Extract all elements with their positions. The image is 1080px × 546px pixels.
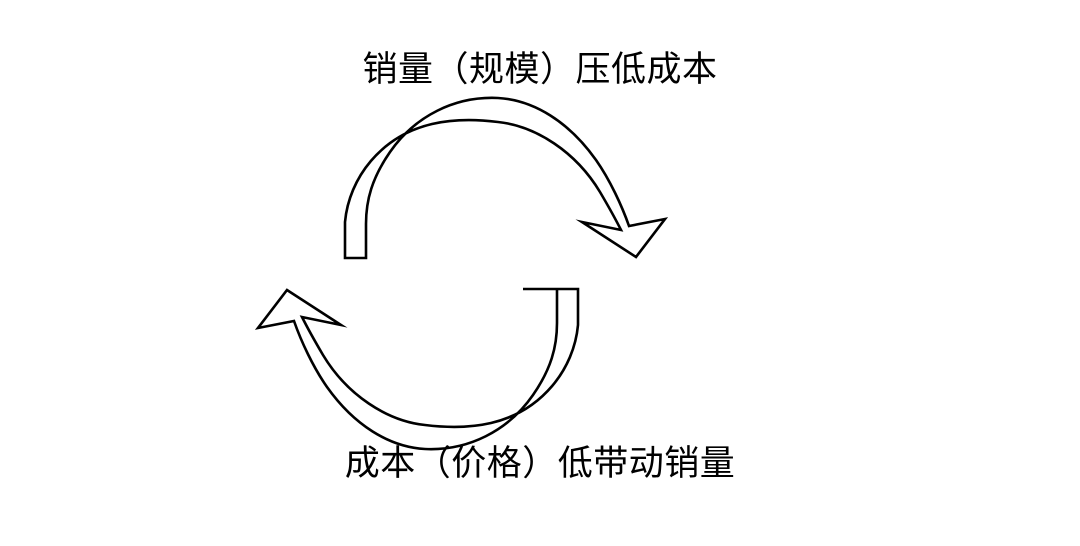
cycle-label-top: 销量（规模）压低成本 bbox=[362, 50, 718, 89]
cycle-label-bottom: 成本（价格）低带动销量 bbox=[344, 444, 736, 483]
top-arrow-icon bbox=[343, 96, 669, 260]
bottom-arrow-icon bbox=[254, 287, 580, 451]
